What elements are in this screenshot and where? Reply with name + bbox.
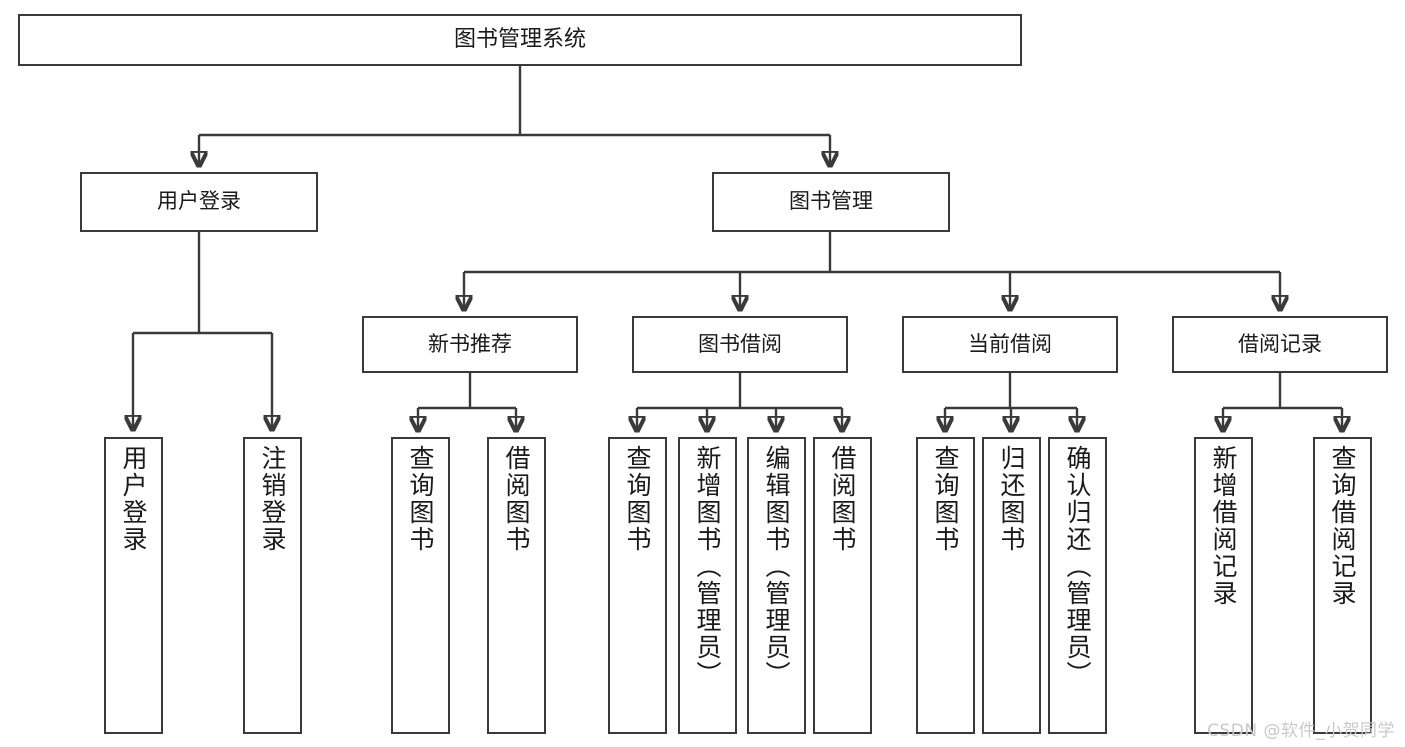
node-borrow-record[interactable]: 借阅记录 (1172, 316, 1388, 373)
leaf-record-add-record[interactable]: 新增借阅记录 (1194, 437, 1253, 734)
node-current-borrow[interactable]: 当前借阅 (902, 316, 1118, 373)
node-label: 查询图书 (931, 445, 960, 553)
node-label: 新增图书（管理员） (693, 445, 722, 688)
leaf-borrow-borrow-book[interactable]: 借阅图书 (813, 437, 872, 734)
leaf-current-query-book[interactable]: 查询图书 (916, 437, 975, 734)
leaf-user-login-login[interactable]: 用户登录 (104, 437, 163, 734)
node-label: 借阅图书 (828, 445, 857, 553)
node-label: 新增借阅记录 (1209, 445, 1238, 607)
leaf-recommend-query-book[interactable]: 查询图书 (391, 437, 450, 734)
node-label: 查询借阅记录 (1328, 445, 1357, 607)
node-root-system[interactable]: 图书管理系统 (18, 14, 1022, 66)
leaf-current-confirm-return-admin[interactable]: 确认归还（管理员） (1048, 437, 1107, 734)
leaf-borrow-edit-book-admin[interactable]: 编辑图书（管理员） (747, 437, 806, 734)
leaf-borrow-query-book[interactable]: 查询图书 (608, 437, 667, 734)
node-label: 编辑图书（管理员） (762, 445, 791, 688)
node-label: 新书推荐 (428, 331, 512, 356)
leaf-user-login-logout[interactable]: 注销登录 (243, 437, 302, 734)
node-label: 归还图书 (997, 445, 1026, 553)
node-label: 借阅图书 (502, 445, 531, 553)
node-label: 图书管理 (789, 189, 873, 214)
node-label: 图书借阅 (698, 331, 782, 356)
node-book-borrow[interactable]: 图书借阅 (632, 316, 848, 373)
node-label: 查询图书 (623, 445, 652, 553)
node-new-book-recommend[interactable]: 新书推荐 (362, 316, 578, 373)
node-label: 当前借阅 (968, 331, 1052, 356)
node-book-management[interactable]: 图书管理 (712, 172, 950, 232)
watermark: CSDN @软件_小贺同学 (1207, 721, 1395, 741)
leaf-record-query-record[interactable]: 查询借阅记录 (1313, 437, 1372, 734)
leaf-current-return-book[interactable]: 归还图书 (982, 437, 1041, 734)
node-label: 确认归还（管理员） (1063, 445, 1092, 688)
node-label: 借阅记录 (1238, 331, 1322, 356)
node-user-login[interactable]: 用户登录 (80, 172, 318, 232)
node-label: 用户登录 (157, 189, 241, 214)
leaf-recommend-borrow-book[interactable]: 借阅图书 (487, 437, 546, 734)
node-label: 注销登录 (258, 445, 287, 553)
node-label: 查询图书 (406, 445, 435, 553)
leaf-borrow-add-book-admin[interactable]: 新增图书（管理员） (678, 437, 737, 734)
node-label: 用户登录 (119, 445, 148, 553)
node-label: 图书管理系统 (453, 26, 586, 52)
